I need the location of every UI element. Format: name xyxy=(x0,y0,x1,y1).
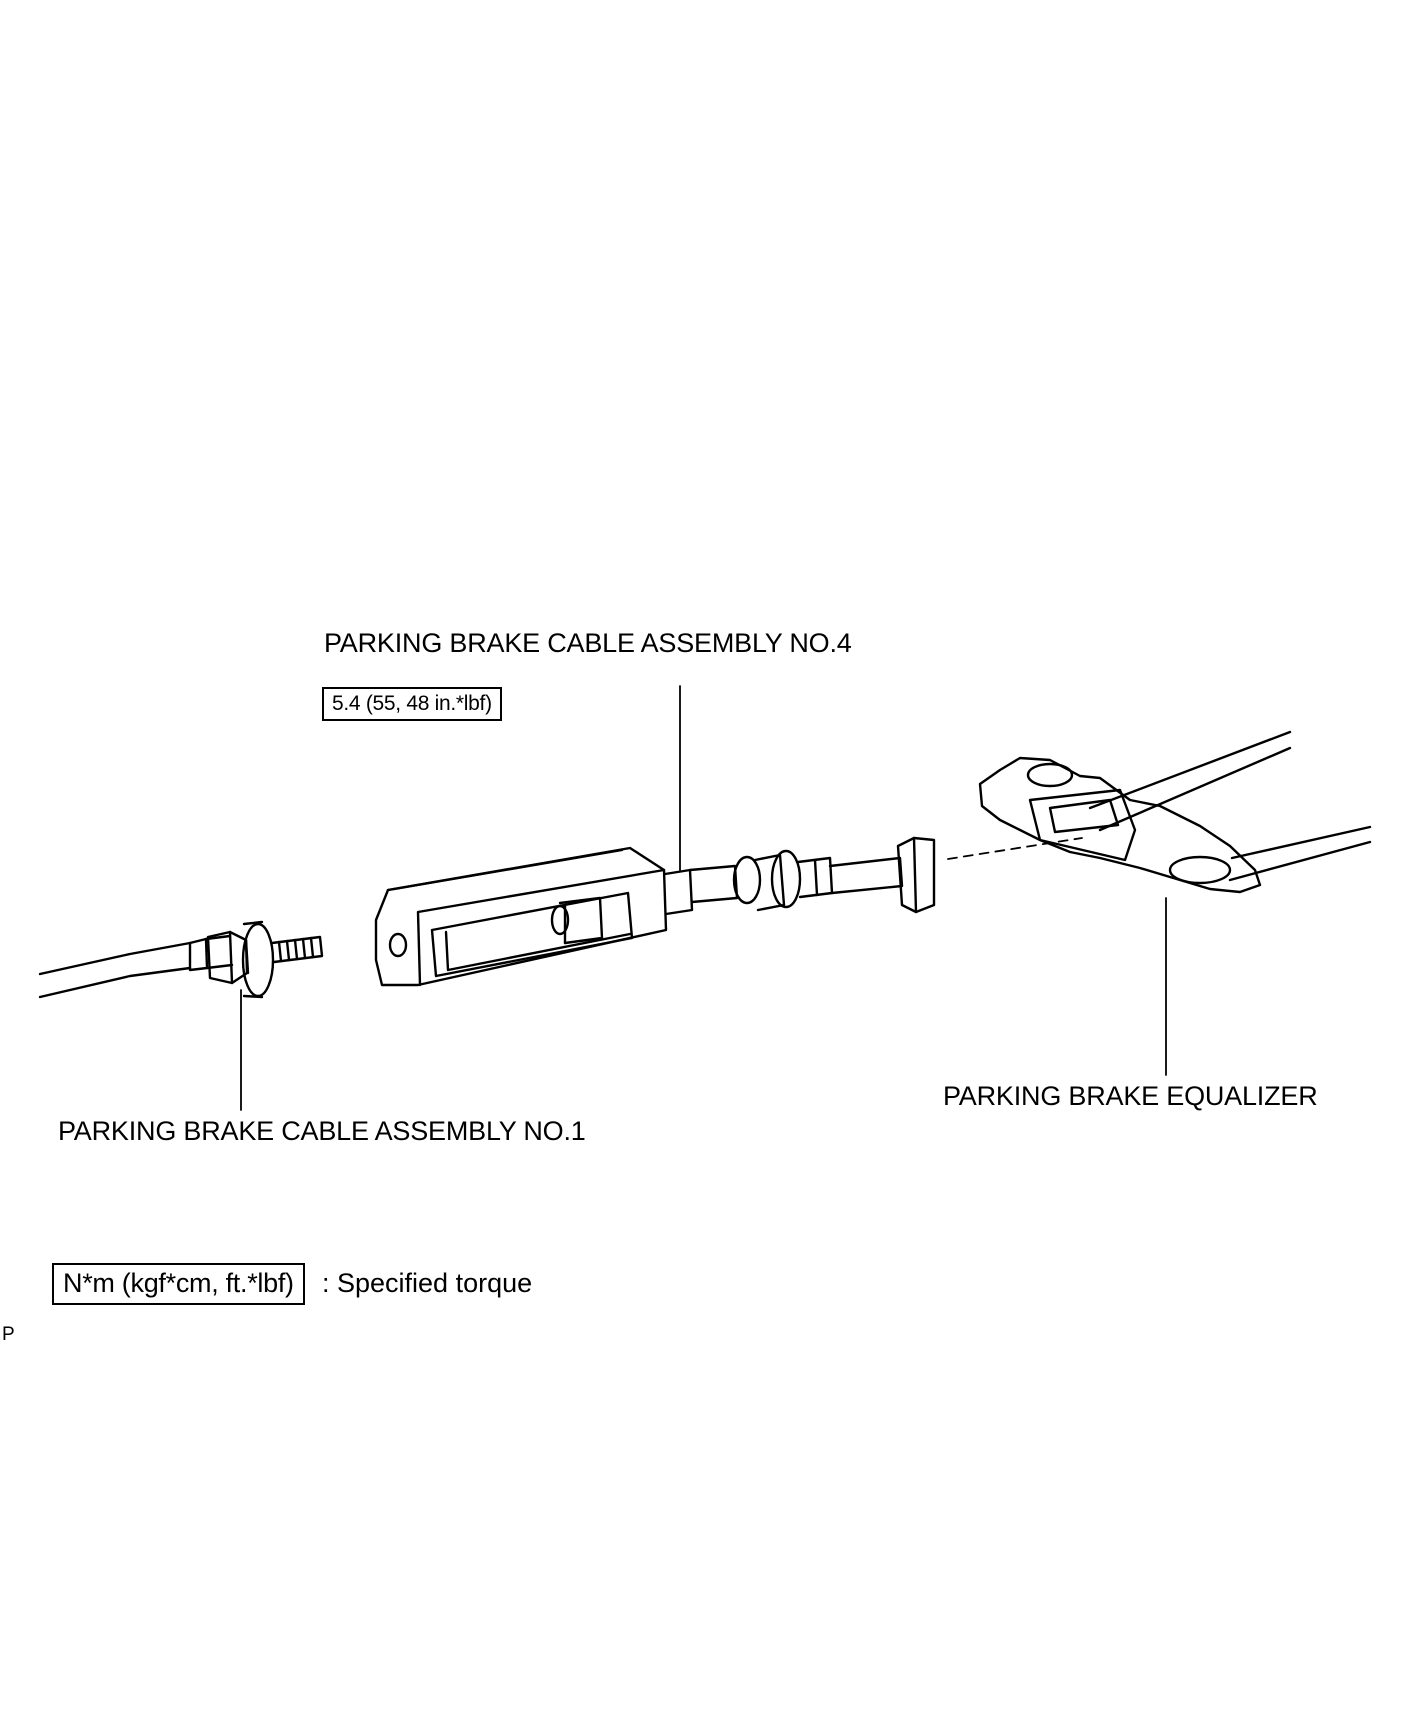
corner-mark: P xyxy=(2,1324,15,1345)
label-parking-brake-equalizer: PARKING BRAKE EQUALIZER xyxy=(943,1081,1318,1111)
cable-no4-end xyxy=(663,836,936,916)
parking-brake-equalizer xyxy=(978,730,1372,894)
label-cable-assembly-no4: PARKING BRAKE CABLE ASSEMBLY NO.4 xyxy=(324,628,852,658)
cable-assembly-no1 xyxy=(38,920,324,999)
legend-unit-box: N*m (kgf*cm, ft.*lbf) xyxy=(52,1263,305,1305)
torque-spec-box: 5.4 (55, 48 in.*lbf) xyxy=(322,687,502,721)
label-cable-assembly-no1: PARKING BRAKE CABLE ASSEMBLY NO.1 xyxy=(58,1116,586,1146)
legend-description: : Specified torque xyxy=(322,1268,533,1298)
adjuster-bracket xyxy=(374,846,668,987)
alignment-line xyxy=(947,837,1083,860)
